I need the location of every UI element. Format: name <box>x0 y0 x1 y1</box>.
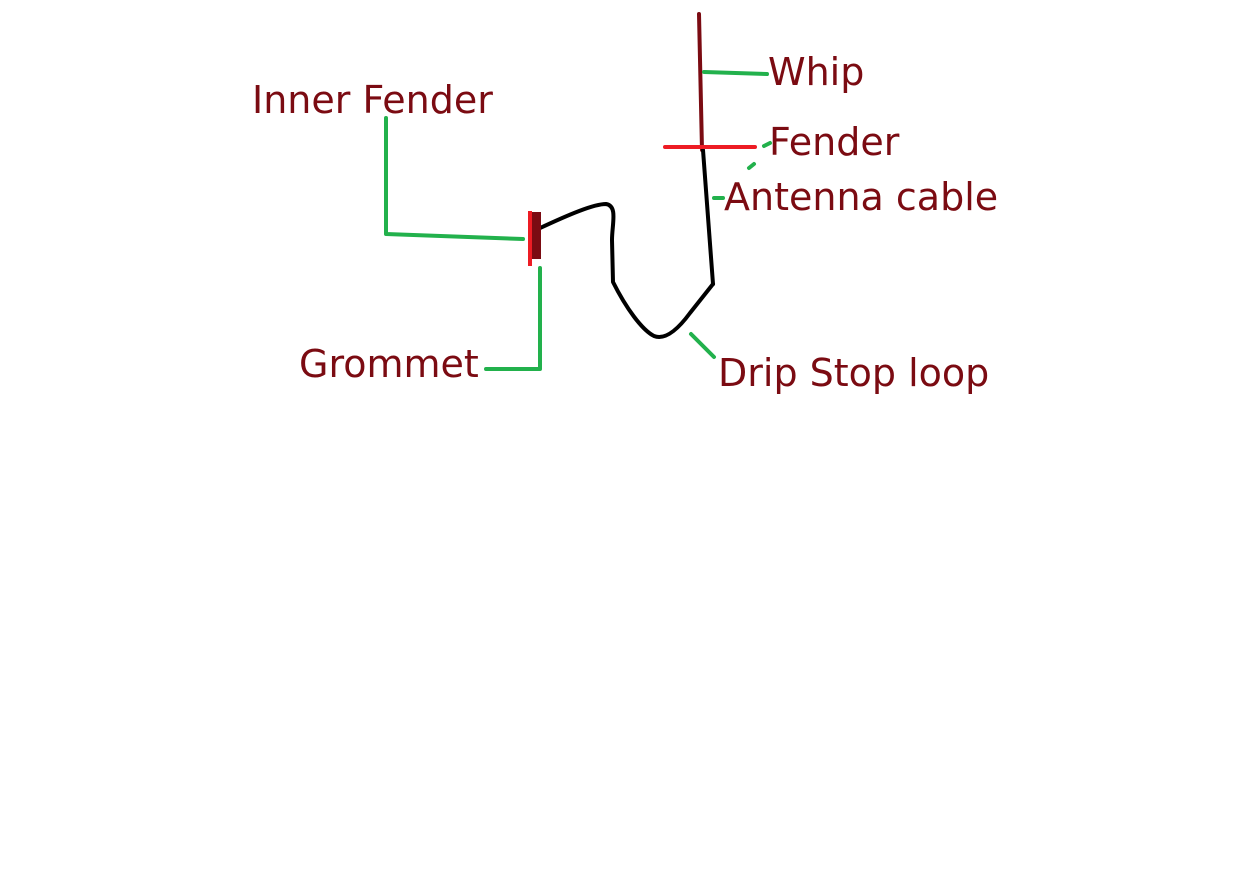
antenna-cable <box>701 148 715 286</box>
fender-leader-a <box>747 162 756 170</box>
antenna-cable-label: Antenna cable <box>724 175 998 219</box>
fender-label: Fender <box>769 120 900 164</box>
grommet-leader <box>484 266 542 371</box>
drip-stop-loop-label: Drip Stop loop <box>718 351 989 395</box>
whip-rod <box>697 12 704 152</box>
inner-fender-label: Inner Fender <box>252 78 493 122</box>
inner-fender-leader <box>384 116 525 241</box>
whip-label: Whip <box>768 50 864 94</box>
fender-leader-b <box>762 141 772 148</box>
grommet-light <box>528 211 532 266</box>
drip-stop-loop-cable <box>536 202 715 339</box>
grommet-label: Grommet <box>299 342 479 386</box>
whip-leader <box>702 70 769 76</box>
grommet-dark <box>532 212 541 259</box>
leader-lines <box>384 70 772 371</box>
drip-stop-loop-leader <box>689 332 716 359</box>
